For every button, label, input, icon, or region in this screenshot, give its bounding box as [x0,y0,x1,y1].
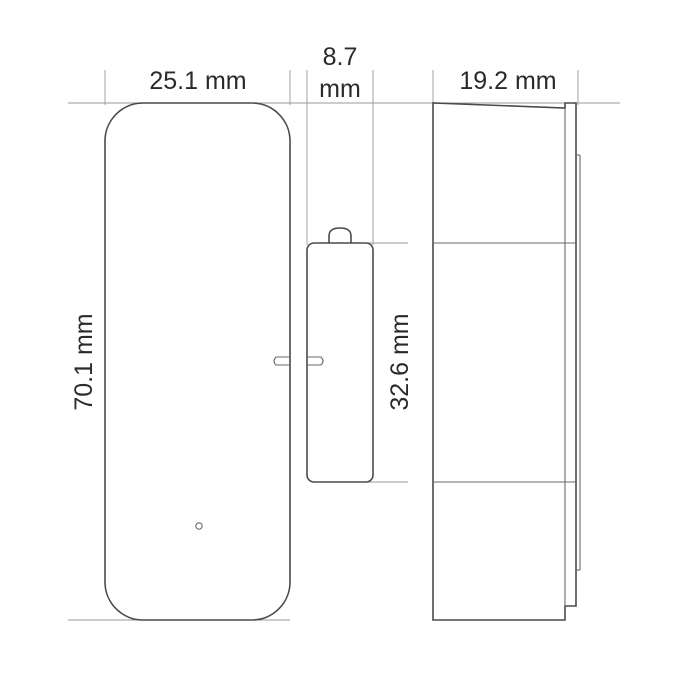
alignment-notch-left [273,356,290,366]
side-depth-label: 19.2 mm [459,67,556,95]
main-sensor-front-view [104,102,291,621]
magnet-top-cap [328,227,352,243]
main-width-label: 25.1 mm [149,67,246,95]
magnet-height-label: 32.6 mm [386,313,414,410]
side-view-body [432,102,577,621]
magnet-width-value-label: 8.7 [323,43,358,71]
sensor-side-view [432,102,581,621]
dimension-guides [68,70,620,621]
main-height-label: 70.1 mm [70,313,98,410]
alignment-notch-right [307,356,324,366]
led-indicator-icon [195,522,203,530]
magnet-body [306,242,374,483]
main-sensor-body [104,102,291,621]
magnet-width-unit-label: mm [319,75,361,103]
magnet-front-view [306,227,374,483]
